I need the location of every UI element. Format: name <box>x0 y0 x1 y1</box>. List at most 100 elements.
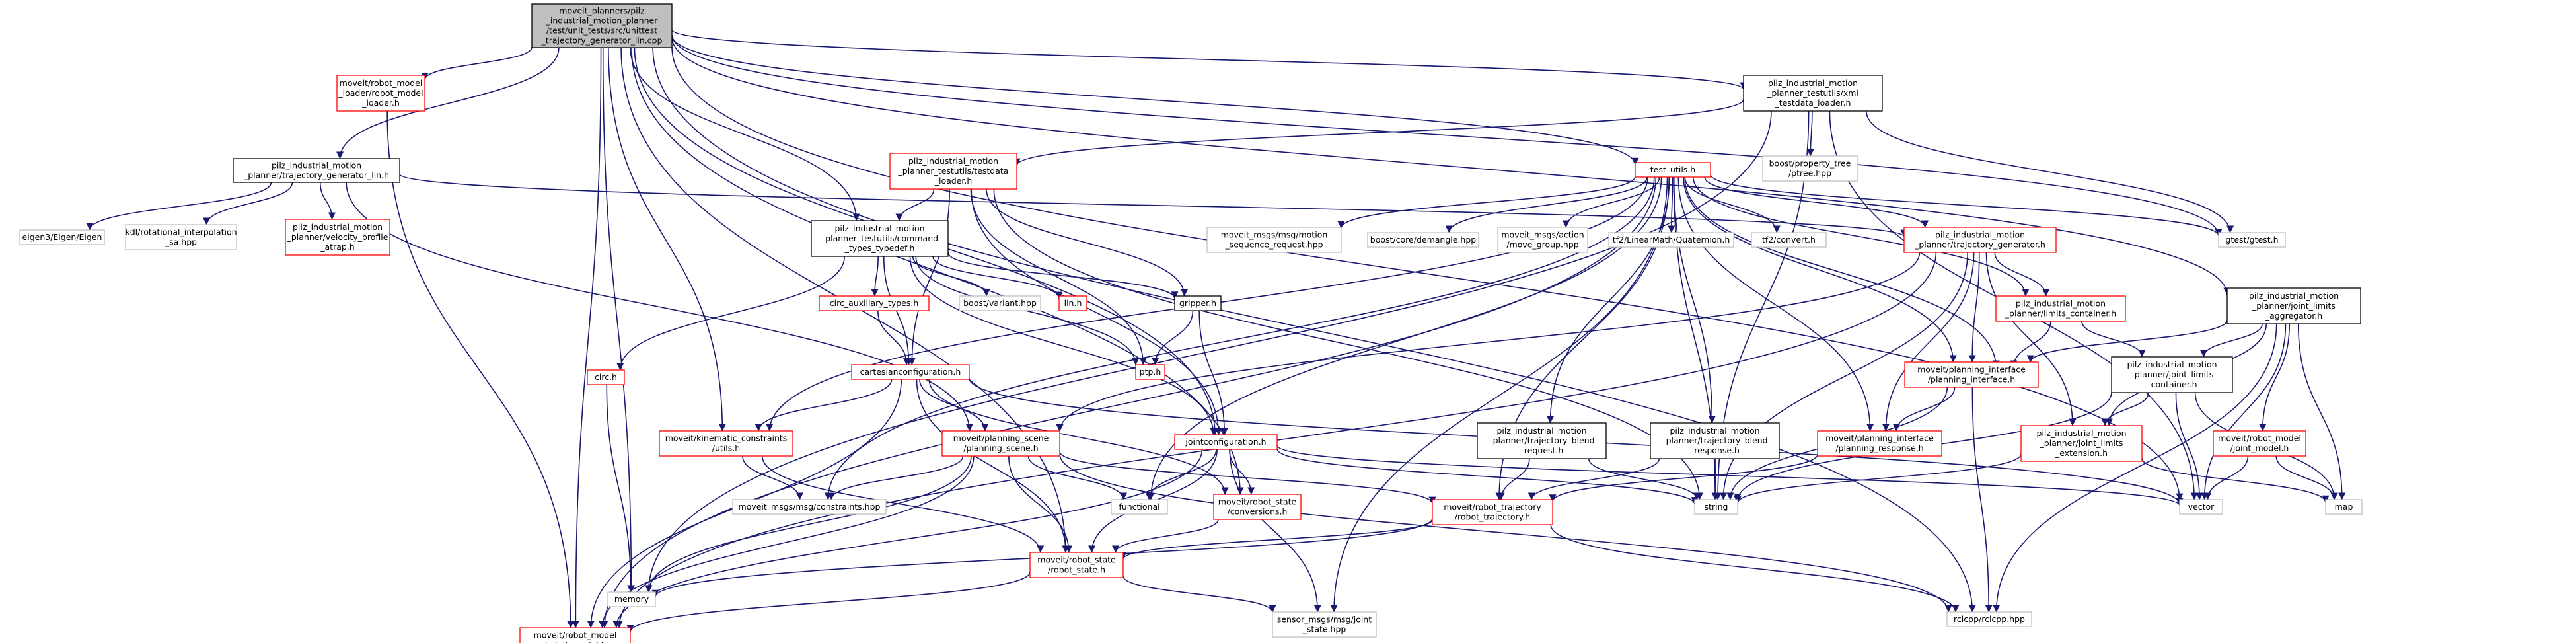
node-kin_constr-label-line: moveit/kinematic_constraints <box>665 434 788 443</box>
node-vector[interactable]: vector <box>2179 499 2223 515</box>
node-robot_state-label-line: /robot_state.h <box>1048 565 1105 575</box>
node-ptp[interactable]: ptp.h <box>1135 364 1165 380</box>
node-tf2_convert[interactable]: tf2/convert.h <box>1751 232 1827 248</box>
node-blend_resp[interactable]: pilz_industrial_motion_planner/trajector… <box>1650 422 1780 459</box>
edge-blend_req-to-robot_traj <box>1497 458 1530 500</box>
node-rm_loader-label-line: moveit/robot_model <box>340 78 423 88</box>
node-rm_loader-label-line: _loader/robot_model <box>338 88 423 98</box>
node-traj_gen[interactable]: pilz_industrial_motion_planner/trajector… <box>1903 227 2057 253</box>
node-jl_agg[interactable]: pilz_industrial_motion_planner/joint_lim… <box>2226 287 2361 324</box>
node-string-box <box>1694 499 1738 515</box>
edge-planning_scene-to-rclcpp <box>1059 453 1952 613</box>
node-blend_req-label-line: pilz_industrial_motion <box>1496 426 1586 435</box>
node-robot_state[interactable]: moveit/robot_state/robot_state.h <box>1029 552 1124 578</box>
node-ptp-label-line: ptp.h <box>1140 367 1161 377</box>
node-joint_conf-box <box>1174 434 1278 450</box>
node-memory-label-line: memory <box>614 594 649 604</box>
edge-test_utils-to-pi_iface <box>1683 176 1957 363</box>
edge-root-to-vector <box>671 46 2184 501</box>
node-rm_loader[interactable]: moveit/robot_model_loader/robot_model_lo… <box>336 75 425 112</box>
node-joint_conf[interactable]: jointconfiguration.h <box>1174 434 1278 450</box>
node-cmd_types-box <box>811 220 949 257</box>
node-circ_aux[interactable]: circ_auxiliary_types.h <box>819 295 930 311</box>
node-test_utils-box <box>1635 162 1711 178</box>
node-cmd_types-label-line: pilz_industrial_motion <box>834 223 924 233</box>
node-xml_loader[interactable]: pilz_industrial_motion_planner_testutils… <box>1743 75 1883 112</box>
node-planning_scene[interactable]: moveit/planning_scene/planning_scene.h <box>941 430 1060 457</box>
node-root-label-line: moveit_planners/pilz <box>559 6 645 16</box>
node-demangle-box <box>1367 232 1479 248</box>
edge-limits_cont-to-jl_cont <box>2081 321 2146 358</box>
node-testdata_loader[interactable]: pilz_industrial_motion_planner_testutils… <box>889 153 1017 190</box>
node-pi_iface[interactable]: moveit/planning_interface/planning_inter… <box>1904 361 2039 388</box>
node-tf2_quat[interactable]: tf2/LinearMath/Quaternion.h <box>1608 232 1734 248</box>
node-robot_traj[interactable]: moveit/robot_trajectory/robot_trajectory… <box>1432 499 1553 525</box>
node-limits_cont[interactable]: pilz_industrial_motion_planner/limits_co… <box>1995 295 2126 322</box>
node-rclcpp[interactable]: rclcpp/rclcpp.hpp <box>1946 611 2032 627</box>
node-kdl[interactable]: kdl/rotational_interpolation_sa.hpp <box>125 224 237 250</box>
edge-layer <box>86 29 2346 633</box>
node-move_group[interactable]: moveit_msgs/action/move_group.hpp <box>1497 227 1588 253</box>
edge-test_utils-to-move_group <box>1562 176 1660 228</box>
node-ptree-box <box>1762 155 1858 182</box>
edge-xml_loader-to-gtest <box>1866 110 2234 233</box>
node-map[interactable]: map <box>2325 499 2363 515</box>
node-jl_ext[interactable]: pilz_industrial_motion_planner/joint_lim… <box>2020 425 2143 462</box>
node-rs_conversions[interactable]: moveit/robot_state/conversions.h <box>1213 494 1302 520</box>
edge-root-to-robot_model <box>571 47 602 628</box>
node-blend_req[interactable]: pilz_industrial_motion_planner/trajector… <box>1477 422 1607 459</box>
edge-joint_conf-to-vector <box>1276 445 2184 506</box>
edge-root-to-kin_constr <box>608 47 726 432</box>
edge-tg_lin-to-eigen <box>86 182 272 231</box>
edge-traj_gen-to-robot_model <box>615 252 1937 628</box>
node-kin_constr[interactable]: moveit/kinematic_constraints/utils.h <box>659 430 793 457</box>
node-pi_response[interactable]: moveit/planning_interface/planning_respo… <box>1817 430 1942 457</box>
node-circ[interactable]: circ.h <box>587 369 625 385</box>
node-kin_constr-label-line: /utils.h <box>712 443 740 453</box>
node-kdl-label-line: kdl/rotational_interpolation <box>125 227 237 237</box>
edge-circ-to-memory <box>606 384 635 593</box>
edge-cmd_types-to-circ_aux <box>871 256 879 297</box>
node-cmd_types[interactable]: pilz_industrial_motion_planner_testutils… <box>811 220 949 257</box>
node-robot_model[interactable]: moveit/robot_model/robot_model.h <box>519 627 631 643</box>
node-functional-label-line: functional <box>1119 502 1159 511</box>
node-limits_cont-label-line: _planner/limits_container.h <box>2005 309 2116 319</box>
edge-cmd_types-to-circ <box>616 256 846 371</box>
node-cart_conf-box <box>851 364 970 380</box>
node-blend_req-box <box>1477 422 1607 459</box>
node-cart_conf[interactable]: cartesianconfiguration.h <box>851 364 970 380</box>
edge-jl_agg-to-rm_joint <box>2259 323 2291 432</box>
node-root[interactable]: moveit_planners/pilz_industrial_motion_p… <box>531 3 673 48</box>
node-demangle[interactable]: boost/core/demangle.hpp <box>1367 232 1479 248</box>
node-motion_seq-label-line: _sequence_request.hpp <box>1224 240 1323 250</box>
node-test_utils[interactable]: test_utils.h <box>1635 162 1711 178</box>
edge-test_utils-to-limits_cont <box>1692 176 2030 297</box>
node-jl_ext-label-line: _planner/joint_limits <box>2040 438 2123 448</box>
node-tg_lin[interactable]: pilz_industrial_motion_planner/trajector… <box>233 158 400 183</box>
node-lin[interactable]: lin.h <box>1058 295 1087 311</box>
node-robot_model-label-line: /robot_model.h <box>544 640 606 643</box>
node-memory[interactable]: memory <box>607 591 656 607</box>
node-string[interactable]: string <box>1694 499 1738 515</box>
node-kdl-box <box>125 224 237 250</box>
node-vel_prof[interactable]: pilz_industrial_motion_planner/velocity_… <box>285 219 390 256</box>
node-vel_prof-label-line: _atrap.h <box>320 242 354 252</box>
node-functional[interactable]: functional <box>1111 499 1168 515</box>
node-jl_cont[interactable]: pilz_industrial_motion_planner/joint_lim… <box>2111 356 2233 393</box>
node-sensor_js[interactable]: sensor_msgs/msg/joint_state.hpp <box>1272 611 1377 638</box>
node-eigen[interactable]: eigen3/Eigen/Eigen <box>19 229 105 245</box>
node-msgs_constr[interactable]: moveit_msgs/msg/constraints.hpp <box>732 499 887 515</box>
node-xml_loader-label-line: _planner_testutils/xml <box>1767 88 1858 98</box>
node-motion_seq[interactable]: moveit_msgs/msg/motion_sequence_request.… <box>1206 227 1342 253</box>
edge-planning_scene-to-msgs_constr <box>827 455 964 500</box>
node-boost_variant[interactable]: boost/variant.hpp <box>959 295 1041 311</box>
edge-test_utils-to-motion_seq <box>1337 176 1636 229</box>
node-lin-label-line: lin.h <box>1064 298 1082 308</box>
node-ptree[interactable]: boost/property_tree/ptree.hpp <box>1762 155 1858 182</box>
node-rm_joint[interactable]: moveit/robot_model/joint_model.h <box>2213 430 2306 457</box>
node-gtest[interactable]: gtest/gtest.h <box>2218 232 2286 248</box>
node-robot_model-box <box>519 627 631 643</box>
edge-gripper-to-joint_conf <box>1198 310 1228 435</box>
node-gripper[interactable]: gripper.h <box>1174 295 1222 311</box>
node-jl_cont-label-line: _container.h <box>2146 379 2197 389</box>
